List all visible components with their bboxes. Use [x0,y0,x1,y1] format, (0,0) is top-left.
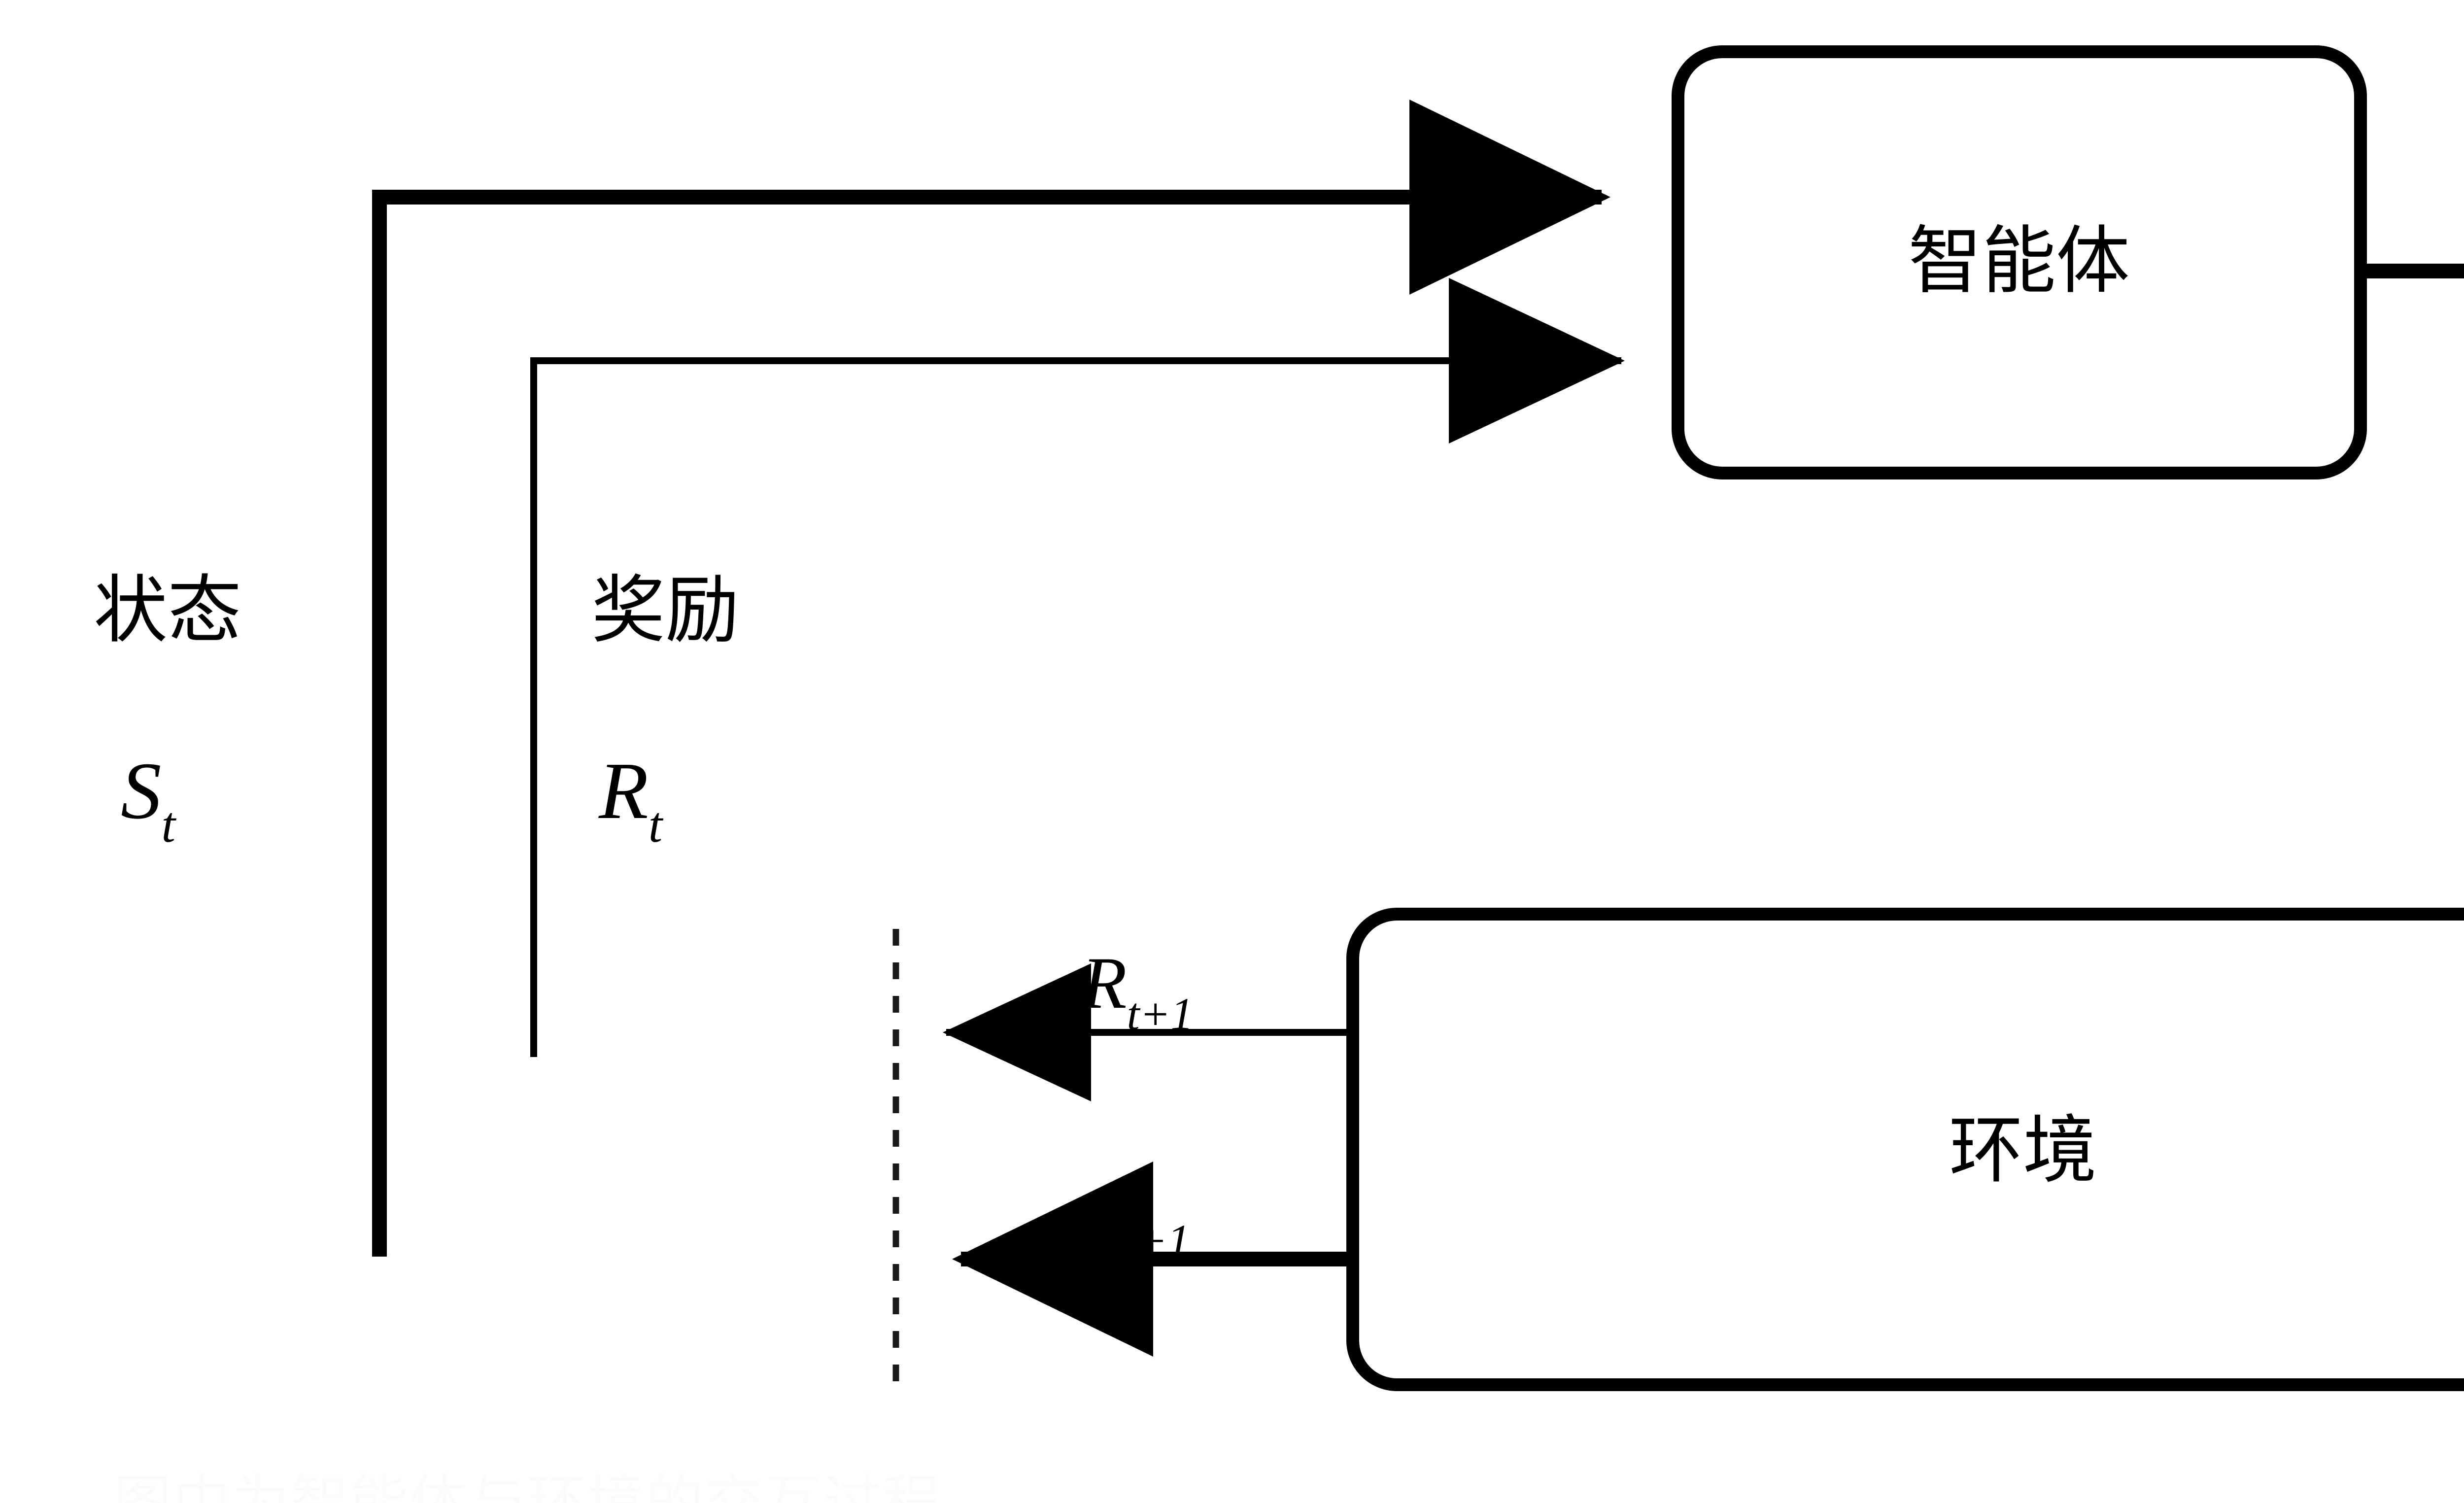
next-state-label: St+1 [1087,1169,1190,1266]
environment-box[interactable] [1346,908,2464,1391]
environment-box-label: 环境 [1949,1108,2097,1194]
reward-label-cjk: 奖励 [591,568,739,653]
next-reward-label: Rt+1 [1081,942,1194,1040]
next-reward-label-base: R [1081,942,1127,1024]
agent-box-label: 智能体 [1908,218,2130,304]
state-label-math-sub: t [162,797,177,853]
edge-reward-to-agent [530,278,1625,1057]
next-reward-label-sub: t+1 [1127,989,1194,1040]
state-label-math: St [121,746,177,853]
reward-edge-line [530,278,1625,1057]
node-environment[interactable]: 环境 [1346,908,2464,1391]
state-label-cjk: 状态 [94,568,241,653]
edge-state-to-agent [372,100,1610,1257]
reward-label-math-sub: t [649,797,664,853]
next-state-label-base: S [1087,1169,1124,1251]
state-edge-line [372,100,1610,1257]
reward-label-math: Rt [598,746,664,853]
node-agent[interactable]: 智能体 [1672,45,2367,479]
next-state-label-sub: t+1 [1124,1216,1190,1266]
state-label-math-base: S [121,746,162,836]
reward-label-math-base: R [598,746,649,836]
figure-caption: 图中为智能体与环境的交互过程 [113,1468,942,1503]
agent-box[interactable] [1672,45,2367,479]
